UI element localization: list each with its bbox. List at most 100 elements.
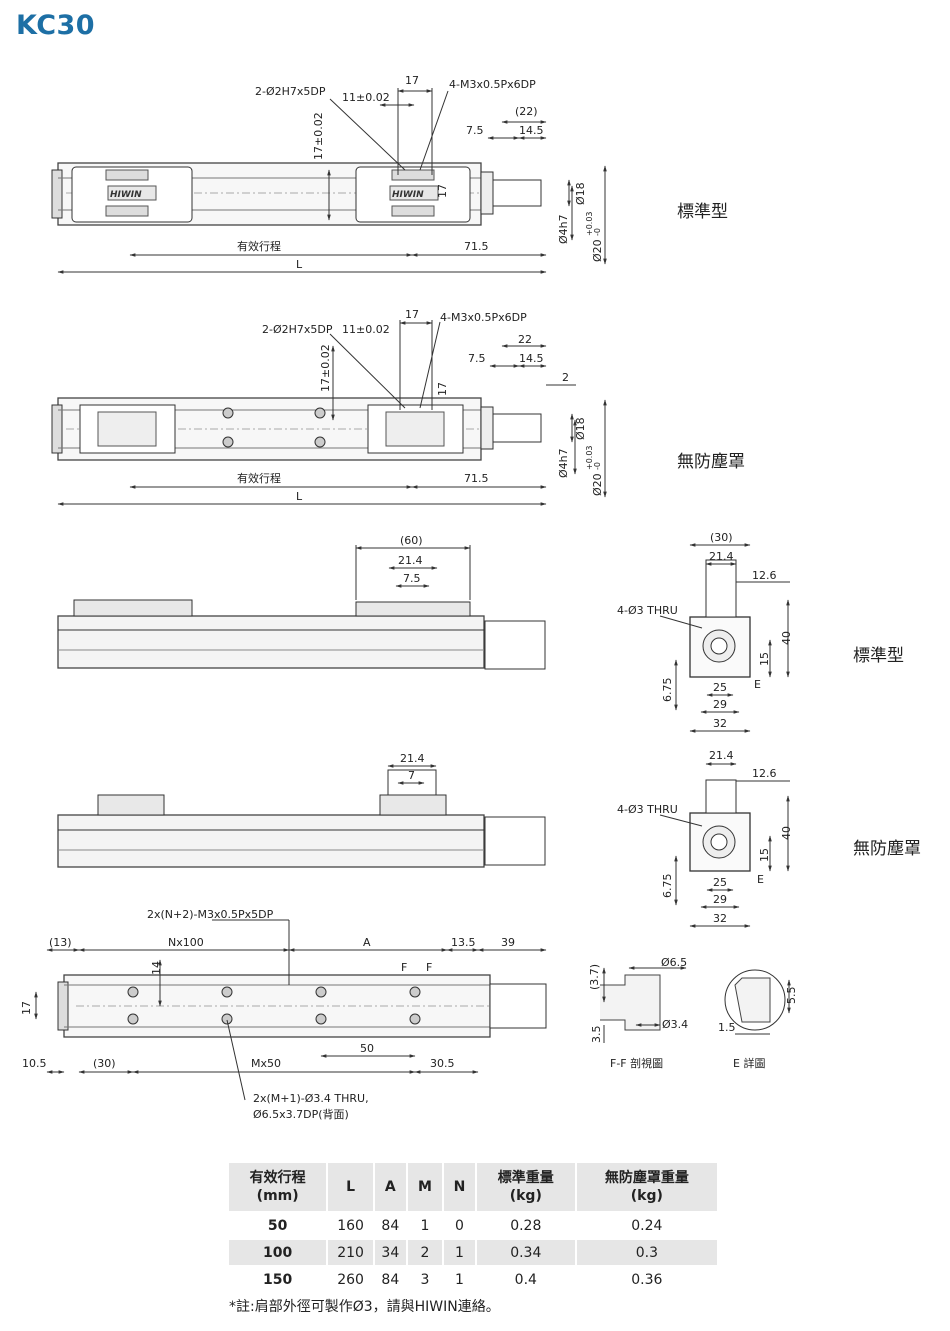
dim-label: 17 <box>405 308 419 321</box>
table-row: 150 260 84 3 1 0.4 0.36 <box>229 1265 720 1292</box>
pin-hole-label: 2-Ø2H7x5DP <box>255 85 326 98</box>
dim-label: (22) <box>515 105 538 118</box>
table-header-row: 有效行程 (mm) L A M N 標準重量 (kg) 無防塵罩重量 (kg) <box>229 1163 720 1212</box>
dim-label: 17 <box>405 74 419 87</box>
dim-label: 22 <box>518 333 532 346</box>
dim-label: -0 <box>593 228 602 236</box>
table-cell: 260 <box>327 1265 375 1292</box>
no-cover-label-2: 無防塵罩 <box>853 839 921 859</box>
dim-label: 10.5 <box>22 1057 47 1070</box>
thru-label: 4-Ø3 THRU <box>617 803 678 816</box>
top-view-no-cover: 2-Ø2H7x5DP 11±0.02 17 4-M3x0.5Px6DP 22 7… <box>51 308 607 506</box>
detail-marker: E <box>757 873 764 886</box>
dim-label: 71.5 <box>464 240 489 253</box>
table-row: 100 210 34 2 1 0.34 0.3 <box>229 1238 720 1266</box>
dim-label: Ø20 <box>591 473 604 496</box>
header-l: L <box>327 1163 375 1212</box>
header-text: L <box>346 1178 356 1195</box>
header-a: A <box>373 1163 408 1212</box>
dim-label: 40 <box>780 631 793 645</box>
dim-label: Ø3.4 <box>662 1018 688 1031</box>
dim-label: 40 <box>780 826 793 840</box>
standard-type-label: 標準型 <box>677 202 728 222</box>
side-view-no-cover: 21.4 7 <box>57 752 546 868</box>
dim-label: 17±0.02 <box>319 344 332 392</box>
thru-label: 4-Ø3 THRU <box>617 604 678 617</box>
dim-label: Nx100 <box>168 936 204 949</box>
table-cell: 100 <box>229 1238 329 1266</box>
end-view-no-cover: 21.4 12.6 4-Ø3 THRU 40 15 6.75 25 29 32 … <box>617 749 793 928</box>
dim-label: 13.5 <box>451 936 476 949</box>
section-marker: F <box>426 961 432 974</box>
hole-pitch-label: 11±0.02 <box>342 91 390 104</box>
dim-label: 7.5 <box>403 572 421 585</box>
dim-label: Ø6.5 <box>661 956 687 969</box>
dim-label: 21.4 <box>398 554 423 567</box>
dim-label: +0.03 <box>585 211 594 236</box>
dim-label: 17±0.02 <box>312 112 325 160</box>
stroke-label: 有效行程 <box>237 239 281 253</box>
table-cell: 150 <box>229 1265 329 1292</box>
table-cell: 84 <box>373 1211 408 1239</box>
dim-label: 5.5 <box>785 987 798 1005</box>
dim-label: L <box>296 490 303 503</box>
header-no-cover-weight: 無防塵罩重量 (kg) <box>575 1163 720 1212</box>
table-cell: 160 <box>327 1211 375 1239</box>
dim-label: 21.4 <box>709 550 734 563</box>
table-cell: 1 <box>443 1238 477 1266</box>
dim-label: 1.5 <box>718 1021 736 1034</box>
dim-label: 15 <box>758 652 771 666</box>
no-cover-label: 無防塵罩 <box>677 452 745 472</box>
dim-label: (60) <box>400 534 423 547</box>
dim-label: 14.5 <box>519 352 544 365</box>
dim-label: 7 <box>408 769 415 782</box>
section-caption: F-F 剖視圖 <box>610 1056 663 1070</box>
dim-label: 12.6 <box>752 569 777 582</box>
dim-label: 14 <box>150 961 163 975</box>
table-cell: 0.24 <box>575 1211 720 1239</box>
detail-caption: E 詳圖 <box>733 1056 765 1070</box>
thru-label: 2x(M+1)-Ø3.4 THRU, <box>253 1092 369 1105</box>
brand-logo: HIWIN <box>392 190 424 200</box>
dim-label: 17 <box>436 184 449 198</box>
page-title: KC30 <box>16 10 96 41</box>
dim-label: 2 <box>562 371 569 384</box>
dim-label: 71.5 <box>464 472 489 485</box>
dim-label: L <box>296 258 303 271</box>
footnote: *註:肩部外徑可製作Ø3，請與HIWIN連絡。 <box>229 1299 500 1315</box>
table-cell: 34 <box>373 1238 408 1266</box>
table-cell: 2 <box>406 1238 445 1266</box>
table-cell: 1 <box>443 1265 477 1292</box>
dim-label: 25 <box>713 876 727 889</box>
table-cell: 0 <box>443 1211 477 1239</box>
tap-label: 4-M3x0.5Px6DP <box>449 78 536 91</box>
table-cell: 3 <box>406 1265 445 1292</box>
dim-label: 29 <box>713 893 727 906</box>
dim-label: 7.5 <box>468 352 486 365</box>
dim-label: 29 <box>713 698 727 711</box>
detail-marker: E <box>754 678 761 691</box>
dim-label: A <box>363 936 371 949</box>
pin-hole-label: 2-Ø2H7x5DP <box>262 323 333 336</box>
table-row: 50 160 84 1 0 0.28 0.24 <box>229 1211 720 1239</box>
dim-label: 17 <box>436 382 449 396</box>
header-n: N <box>443 1163 477 1212</box>
dim-label: Ø4h7 <box>557 448 570 478</box>
tap-label: 2x(N+2)-M3x0.5Px5DP <box>147 908 274 921</box>
dim-label: 32 <box>713 912 727 925</box>
header-text: N <box>453 1178 466 1195</box>
table-cell: 210 <box>327 1238 375 1266</box>
top-view-standard: 2-Ø2H7x5DP 11±0.02 17 4-M3x0.5Px6DP (22)… <box>51 74 607 274</box>
header-text: M <box>417 1178 432 1195</box>
bottom-view: 2x(N+2)-M3x0.5Px5DP (13) Nx100 A 13.5 39… <box>20 908 547 1121</box>
dim-label: 39 <box>501 936 515 949</box>
section-marker: F <box>401 961 407 974</box>
table-cell: 0.28 <box>475 1211 577 1239</box>
table-cell: 84 <box>373 1265 408 1292</box>
dim-label: 25 <box>713 681 727 694</box>
dim-label: Mx50 <box>251 1057 281 1070</box>
header-stroke: 有效行程 (mm) <box>229 1163 329 1212</box>
dim-label: 15 <box>758 848 771 862</box>
dim-label: (30) <box>710 531 733 544</box>
technical-drawing: 2-Ø2H7x5DP 11±0.02 17 4-M3x0.5Px6DP (22)… <box>20 74 798 1121</box>
